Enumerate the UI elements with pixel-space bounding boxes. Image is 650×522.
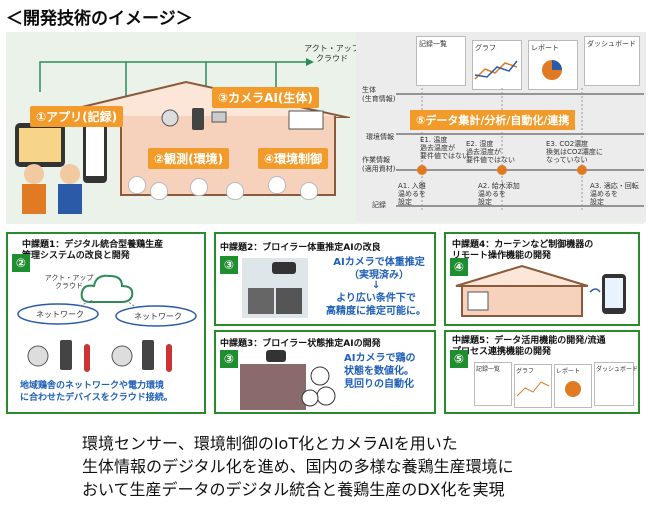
- down-arrow-icon: ↓: [372, 280, 381, 291]
- tag-camera-ai: ③カメラAI(生体): [212, 87, 319, 108]
- timeline-lines: [396, 88, 644, 212]
- task-1-number: ②: [12, 254, 30, 272]
- network-ellipses: [17, 300, 197, 327]
- task-1-caption: 地域鶏舎のネットワークや電力環境 に合わせたデバイスをクラウド接続。: [20, 381, 173, 403]
- task-3-heading: 中課題3：ブロイラー状態推定AIの開発: [220, 339, 381, 349]
- note-humidity: E2. 湿度 過去湿度が 要件値ではない: [466, 140, 515, 164]
- summary-line-1: 環境センサー、環境制御のIoT化とカメラAIを用いた: [82, 434, 458, 453]
- screen-record-list: 記録一覧: [416, 36, 466, 86]
- phone-app-icon: [83, 113, 107, 183]
- screen-graph: グラフ: [472, 40, 522, 90]
- task-5-screens: 記録一覧 グラフ レポート ダッシュボード: [474, 362, 638, 410]
- task-3-number: ③: [220, 350, 238, 368]
- row-label-work: 作業情報 (適用資材): [362, 156, 396, 173]
- dashboard-screens: 記録一覧 グラフ レポート ダッシュボード: [416, 36, 642, 92]
- tag-control: ④環境制御: [258, 148, 329, 169]
- page-title: ＜開発技術のイメージ＞: [6, 9, 193, 29]
- summary-text: 環境センサー、環境制御のIoT化とカメラAIを用いた 生体情報のデジタル化を進め…: [82, 432, 514, 501]
- screen-dashboard: ダッシュボード: [594, 362, 638, 406]
- note-co2: E3. CO2濃度 換気はCO2濃度に なっていない: [546, 140, 603, 164]
- smartphone-icon: [15, 123, 65, 167]
- summary-line-3: おいて生産データのデジタル統合と養鶏生産のDX化を実現: [82, 480, 505, 499]
- cloud-icon: [80, 274, 134, 303]
- task-3-text: AIカメラで鶏の 状態を数値化。 見回りの自動化: [344, 353, 416, 390]
- screen-record-list: 記録一覧: [474, 362, 512, 406]
- farmer-workers-icon: [22, 164, 82, 214]
- screen-dashboard: ダッシュボード: [584, 36, 640, 86]
- tag-app: ①アプリ(記録): [30, 106, 124, 127]
- task-1-cloud-label: アクト・アップ クラウド: [44, 274, 94, 290]
- action-adapt: A3. 適応・回転 温めるを 設定: [590, 182, 639, 206]
- task-2-text-1: AIカメラで体重推定 （実現済み）: [333, 257, 425, 281]
- task-4-heading: 中課題4：カーテンなど制御機器の リモート操作機能の開発: [452, 240, 594, 261]
- network-left-label: ネットワーク: [36, 310, 84, 319]
- network-right-label: ネットワーク: [134, 312, 182, 321]
- chicken-flock-image: [240, 350, 336, 410]
- sensor-devices-icon: [27, 340, 172, 372]
- note-temperature: E1. 温度 過去温度が 要件値ではない: [420, 136, 469, 160]
- chicken-icon: [150, 182, 168, 200]
- task-2-number: ③: [220, 256, 238, 274]
- task-1-heading: 中課題1：デジタル統合型養鶏生産 管理システムの改良と開発: [22, 240, 164, 261]
- control-board-icon: [288, 110, 324, 130]
- cloud-label: アクト・アップ クラウド: [304, 44, 360, 63]
- ai-camera-image: [242, 258, 308, 318]
- screen-report: レポート: [528, 40, 578, 90]
- row-label-record: 記録: [372, 201, 386, 209]
- summary-line-2: 生体情報のデジタル化を進め、国内の多様な養鶏生産環境に: [82, 457, 514, 476]
- row-label-bio: 生体 (生育情報): [362, 86, 396, 103]
- chicken-icon: [268, 176, 286, 194]
- chicken-icon: [190, 178, 208, 196]
- action-chick-in: A1. 入雛 温めるを 設定: [398, 182, 426, 206]
- tag-observe: ②観測(環境): [148, 148, 230, 169]
- sensor-devices-icon: [161, 108, 227, 130]
- screen-graph: グラフ: [514, 364, 552, 408]
- task-4-number: ④: [450, 258, 468, 276]
- task-5-heading: 中課題5：データ活用機能の開発/流通 プロセス連携機能の開発: [452, 336, 606, 357]
- remote-control-illustration: [455, 264, 626, 317]
- task-5-number: ⑤: [450, 350, 468, 368]
- chicken-icon: [226, 182, 244, 200]
- task-2-heading: 中課題2：ブロイラー体重推定AIの改良: [220, 243, 381, 253]
- screen-report: レポート: [554, 364, 592, 408]
- action-water: A2. 給水添加 温めるを 設定: [478, 182, 520, 206]
- chicken-icon: [300, 182, 318, 200]
- task-2-text-2: より広い条件下で 高精度に推定可能に。: [326, 293, 426, 317]
- tag-data-analytics: ⑤データ集計/分析/自動化/連携: [410, 110, 576, 130]
- row-label-env: 環境情報: [366, 133, 394, 141]
- chicken-icon: [128, 176, 146, 194]
